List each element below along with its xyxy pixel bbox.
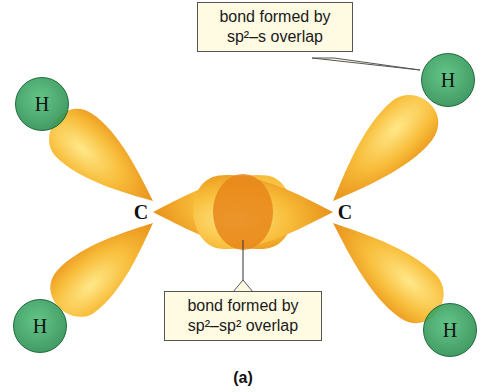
hydrogen-atom: H <box>13 299 67 353</box>
callout-box: bond formed by sp²–sp² overlap <box>164 291 322 341</box>
hydrogen-atom: H <box>15 77 69 131</box>
atom-symbol: H <box>443 319 457 342</box>
sp2-orbital <box>313 83 450 221</box>
sp2-orbital <box>193 175 333 249</box>
callout-pointer <box>312 58 420 70</box>
callout-text: bond formed by sp²–s overlap <box>206 7 344 47</box>
leader-line <box>243 240 244 281</box>
atom-symbol: H <box>33 315 47 338</box>
atom-label: C <box>338 201 352 224</box>
atom-label: C <box>134 201 148 224</box>
callout-box: bond formed by sp²–s overlap <box>197 2 353 52</box>
figure-label: (a) <box>233 369 253 387</box>
hydrogen-atom: H <box>421 53 475 107</box>
callout-text: bond formed by sp²–sp² overlap <box>173 296 313 336</box>
atom-symbol: H <box>441 69 455 92</box>
hydrogen-atom: H <box>423 303 477 357</box>
atom-symbol: H <box>35 93 49 116</box>
overlap-region <box>213 174 273 250</box>
